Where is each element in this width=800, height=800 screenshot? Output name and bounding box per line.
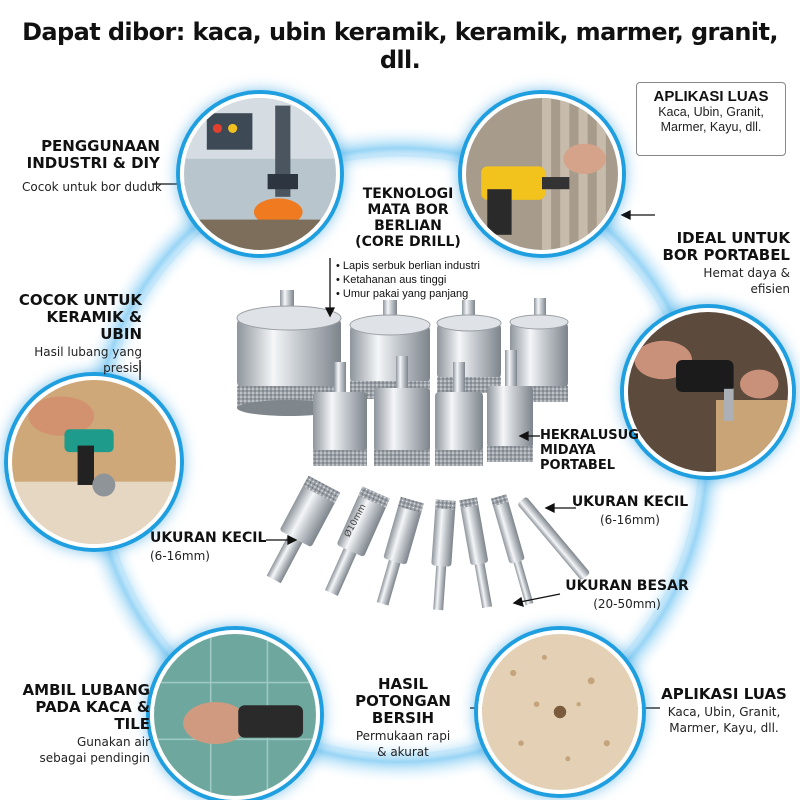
- label-aplikasi-top-desc-1: Kaca, Ubin, Granit,: [658, 105, 764, 119]
- label-keramik-desc-1: Hasil lubang yang: [34, 345, 142, 359]
- label-keramik-title-1: COCOK UNTUK: [18, 291, 142, 309]
- label-keramik: COCOK UNTUK KERAMIK & UBIN Hasil lubang …: [4, 291, 142, 376]
- label-teknologi-3: BERLIAN: [374, 218, 442, 234]
- label-hasil-desc-2: & akurat: [377, 745, 429, 759]
- small-bit-1: [266, 475, 341, 584]
- small-bit-3: [376, 496, 424, 606]
- label-aplikasi-top-title: APLIKASI LUAS: [653, 88, 769, 105]
- label-aplikasi-bottom-title: APLIKASI LUAS: [661, 685, 787, 703]
- label-aplikasi-bottom-desc-2: Marmer, Kayu, dll.: [669, 721, 779, 735]
- label-besar-title: UKURAN BESAR: [565, 578, 689, 594]
- label-kaca-desc-2: sebagai pendingin: [39, 751, 150, 765]
- feature-bullet-2: Ketahanan aus tinggi: [336, 273, 480, 287]
- medium-bit-2: [374, 356, 430, 466]
- feature-bullets: Lapis serbuk berlian industri Ketahanan …: [336, 259, 480, 301]
- label-hasil-title-1: HASIL POTONGAN: [355, 675, 451, 710]
- label-kecil-right-desc: (6-16mm): [600, 513, 660, 527]
- small-bit-5: [459, 497, 493, 609]
- feature-bullet-1: Lapis serbuk berlian industri: [336, 259, 480, 273]
- label-kecil-left-title: UKURAN KECIL: [150, 530, 267, 546]
- photo-ceramic-tile-drill: [8, 376, 180, 548]
- label-hasil: HASIL POTONGAN BERSIH Permukaan rapi & a…: [328, 675, 478, 760]
- small-bit-4: [431, 499, 456, 611]
- label-industri-title-1: PENGGUNAAN: [41, 137, 160, 155]
- label-kecil-right: UKURAN KECIL (6-16mm): [570, 494, 690, 527]
- large-bit-4: [509, 298, 569, 402]
- label-keramik-title-2: KERAMIK & UBIN: [46, 308, 142, 343]
- photo-clean-cut-result: [478, 630, 642, 794]
- label-portabel-desc-2: efisien: [750, 282, 790, 296]
- photo-cordless-drill-wall: [462, 94, 622, 254]
- photo-drill-press: [180, 94, 340, 254]
- medium-bit-4: [487, 350, 533, 462]
- label-aplikasi-bottom-desc-1: Kaca, Ubin, Granit,: [667, 705, 781, 719]
- label-portabel: IDEAL UNTUK BOR PORTABEL Hemat daya & ef…: [640, 229, 791, 297]
- headline: Dapat dibor: kaca, ubin keramik, keramik…: [22, 18, 778, 74]
- label-hasil-title-2: BERSIH: [371, 709, 435, 727]
- label-kaca: AMBIL LUBANG PADA KACA & TILE Gunakan ai…: [4, 681, 150, 766]
- medium-bit-3: [435, 362, 483, 466]
- label-industri-title-2: INDUSTRI & DIY: [26, 154, 160, 172]
- label-hasil-desc-1: Permukaan rapi: [355, 729, 451, 743]
- label-industri: PENGGUNAAN INDUSTRI & DIY: [10, 138, 160, 172]
- label-hekral-1: HEKRALUSUG: [540, 428, 639, 443]
- label-kecil-right-title: UKURAN KECIL: [571, 494, 689, 510]
- medium-bit-1: [313, 362, 367, 466]
- small-bit-2: [325, 486, 390, 596]
- label-kecil-left-desc: (6-16mm): [150, 549, 210, 563]
- label-teknologi-4: (CORE DRILL): [355, 234, 461, 250]
- label-industri-sub: Cocok untuk bor duduk: [22, 178, 172, 194]
- small-bit-7: [518, 497, 590, 580]
- label-besar: UKURAN BESAR (20-50mm): [564, 578, 690, 611]
- small-bit-6: [490, 494, 534, 606]
- feature-bullet-3: Umur pakai yang panjang: [336, 287, 480, 301]
- label-teknologi-2: MATA BOR: [367, 202, 449, 218]
- label-portabel-desc-1: Hemat daya &: [703, 266, 790, 280]
- photo-glass-tile-drill: [150, 630, 320, 800]
- label-hekral: HEKRALUSUG MIDAYA PORTABEL: [540, 428, 660, 473]
- label-kaca-title-2: PADA KACA & TILE: [35, 698, 150, 733]
- label-kecil-left: UKURAN KECIL (6-16mm): [150, 530, 270, 563]
- label-hekral-2: MIDAYA PORTABEL: [540, 443, 615, 473]
- label-industri-desc: Cocok untuk bor duduk: [22, 180, 162, 194]
- label-aplikasi-top: APLIKASI LUAS Kaca, Ubin, Granit, Marmer…: [636, 82, 786, 156]
- label-aplikasi-top-desc-2: Marmer, Kayu, dll.: [660, 120, 762, 134]
- label-keramik-desc-2: presisi: [103, 361, 142, 375]
- label-kaca-desc-1: Gunakan air: [77, 735, 150, 749]
- label-teknologi-1: TEKNOLOGI: [362, 186, 454, 202]
- label-kaca-title-1: AMBIL LUBANG: [22, 681, 150, 699]
- label-portabel-title-2: BOR PORTABEL: [662, 246, 791, 264]
- label-aplikasi-bottom: APLIKASI LUAS Kaca, Ubin, Granit, Marmer…: [652, 685, 796, 736]
- photo-portable-drill-wood: [624, 308, 792, 476]
- label-portabel-title-1: IDEAL UNTUK: [676, 229, 790, 247]
- large-bit-1: [236, 290, 342, 416]
- label-teknologi: TEKNOLOGI MATA BOR BERLIAN (CORE DRILL): [340, 186, 476, 250]
- label-besar-desc: (20-50mm): [593, 597, 661, 611]
